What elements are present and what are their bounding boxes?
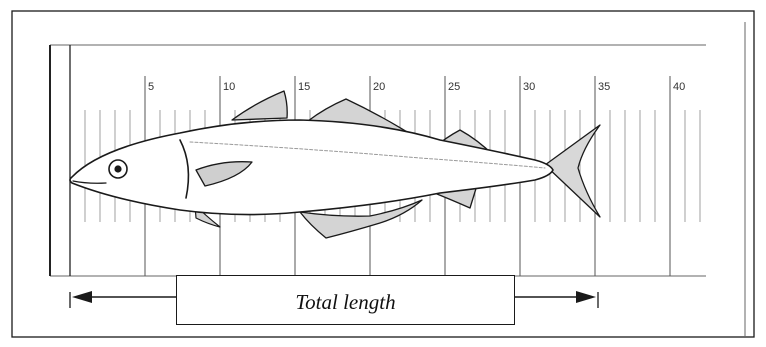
ruler-tick-label: 40 [673,81,685,93]
ruler-tick-label: 25 [448,81,460,93]
ruler-labels: 5 10 15 20 25 30 35 40 [148,81,685,93]
fish-body [70,120,553,215]
ruler-tick-label: 15 [298,81,310,93]
first-dorsal-fin [232,91,287,120]
ruler-tick-label: 30 [523,81,535,93]
ruler-tick-label: 35 [598,81,610,93]
ruler-tick-label: 10 [223,81,235,93]
total-length-label: Total length [295,290,395,315]
total-length-label-box: Total length [176,275,515,325]
ruler-tick-label: 5 [148,81,154,93]
fish-pupil [114,165,121,172]
ruler-tick-label: 20 [373,81,385,93]
